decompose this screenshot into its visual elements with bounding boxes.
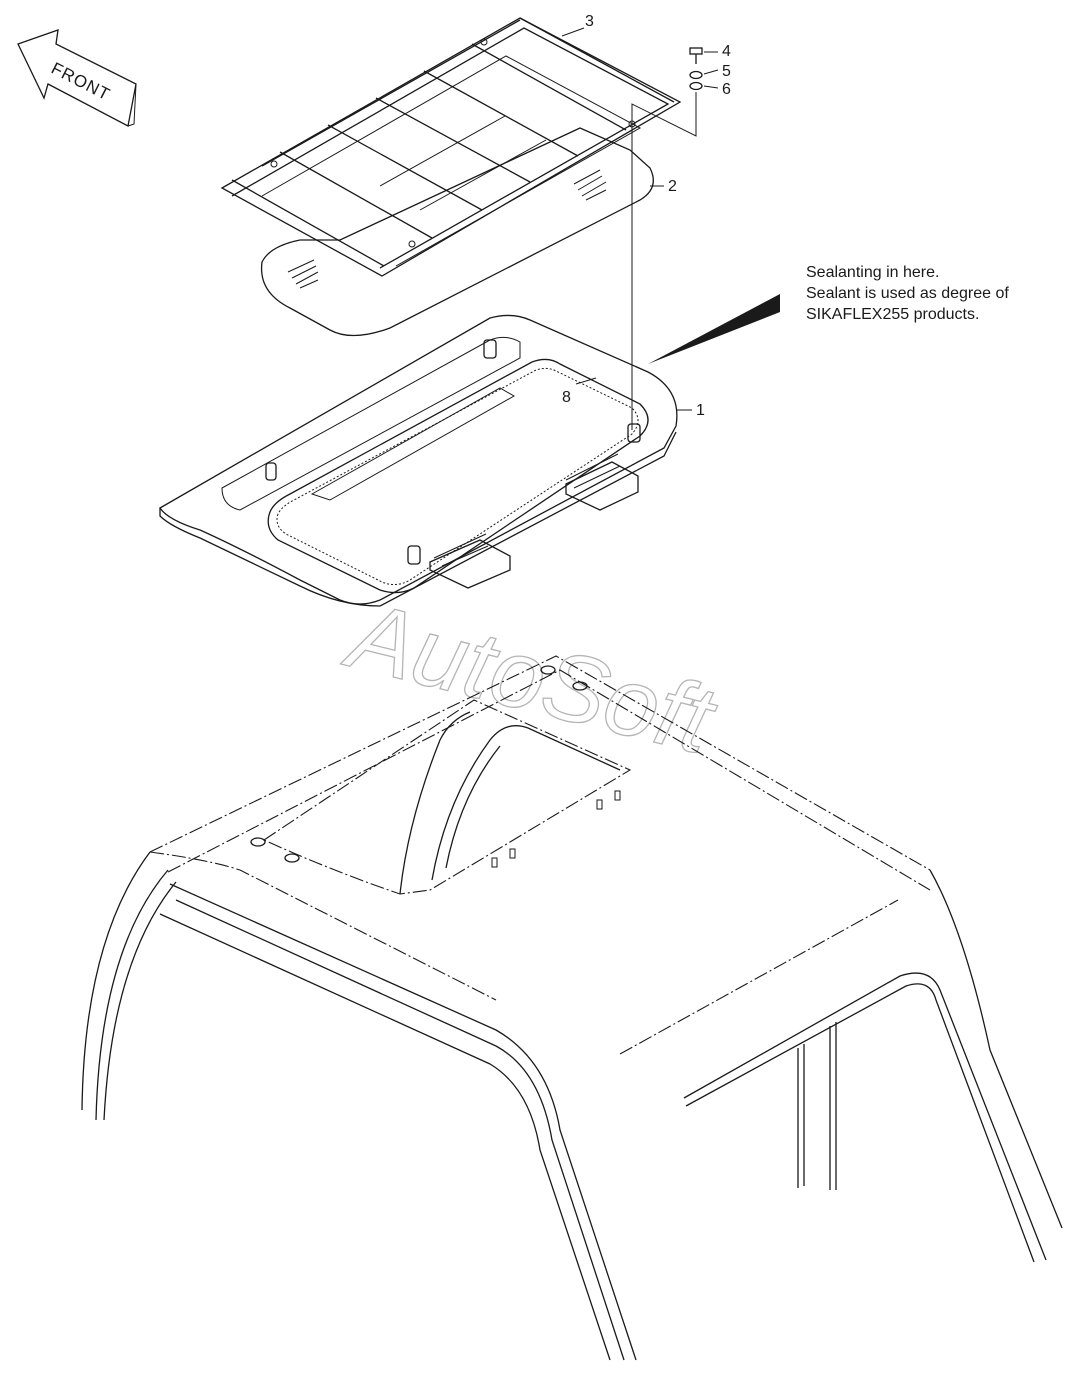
roof-hatch-frame [159,314,678,607]
roof-guard-grille [220,17,682,277]
sealant-note-line: Sealanting in here. [806,264,940,281]
callout-1: 1 [696,402,705,419]
cab-roof-outline [81,655,1063,1361]
callout-4: 4 [722,43,731,60]
sealant-note-line: SIKAFLEX255 products. [806,306,980,323]
front-arrow-icon: FRONT [17,29,137,127]
callout-2: 2 [668,178,677,195]
sealant-pointer [648,294,780,364]
watermark: AutoSoft [335,580,726,775]
bolt-and-washers-icon [689,47,703,91]
front-label: FRONT [48,59,113,105]
sealant-note: Sealanting in here. Sealant is used as d… [806,262,1009,325]
leader-lines [561,27,719,430]
callout-8: 8 [562,389,571,406]
sealant-note-line: Sealant is used as degree of [806,285,1009,302]
callout-6: 6 [722,81,731,98]
callout-5: 5 [722,63,731,80]
callout-3: 3 [585,13,594,30]
roof-glass-panel [260,127,654,337]
